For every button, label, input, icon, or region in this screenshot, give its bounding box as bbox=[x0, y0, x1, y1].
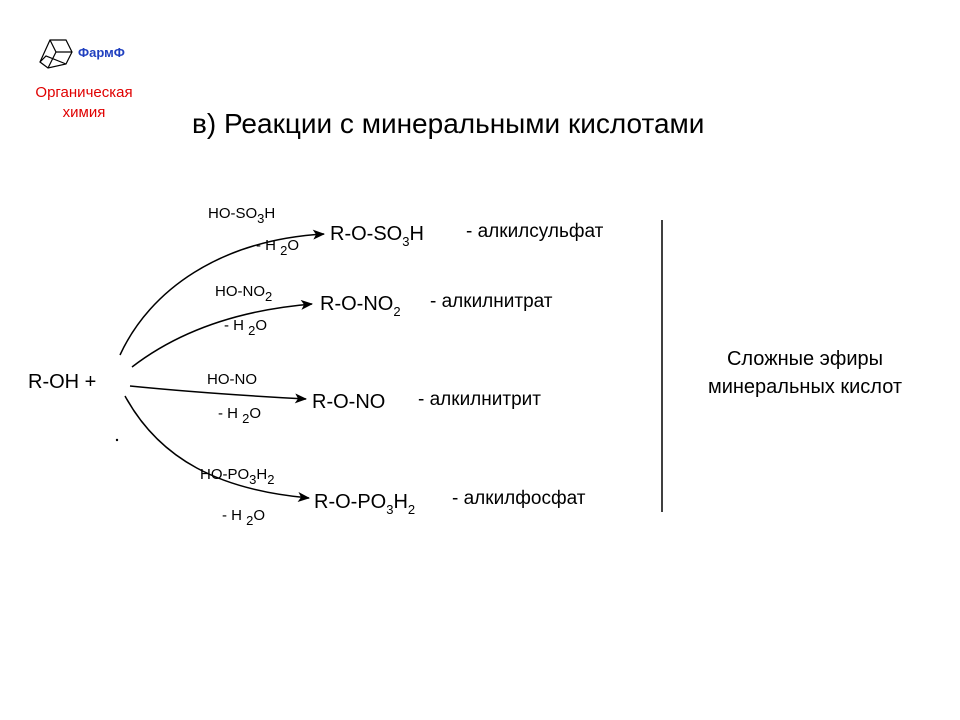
reaction-arrow-phosphate bbox=[124, 395, 310, 502]
reagent-sulfuric-acid: HO-SO3H bbox=[208, 205, 275, 226]
reagent-nitric-acid: HO-NO2 bbox=[215, 283, 272, 304]
logo-subtitle-line2: химия bbox=[63, 104, 106, 121]
reagent-phosphoric-acid: HO-PO3H2 bbox=[200, 466, 274, 487]
stray-dot bbox=[115, 438, 119, 442]
product-alkyl-nitrite: R-O-NO bbox=[312, 391, 385, 413]
logo: ФармФ Органическая химия bbox=[35, 39, 133, 121]
byproduct-water-3: - H 2O bbox=[218, 405, 261, 426]
byproduct-water-4: - H 2O bbox=[222, 507, 265, 528]
logo-subtitle-line1: Органическая bbox=[35, 84, 132, 101]
logo-brand: ФармФ bbox=[78, 45, 125, 60]
product-alkyl-sulfate: R-O-SO3H bbox=[330, 223, 424, 249]
reagent-nitrous-acid: HO-NO bbox=[207, 371, 257, 388]
reactant-label: R-OH + bbox=[28, 371, 96, 393]
name-alkyl-nitrite: - алкилнитрит bbox=[418, 389, 541, 410]
reaction-arrow-sulfate bbox=[119, 229, 325, 356]
byproduct-water-1: - H 2O bbox=[256, 237, 299, 258]
reaction-arrow-nitrite bbox=[129, 385, 307, 404]
name-alkyl-nitrate: - алкилнитрат bbox=[430, 291, 553, 312]
adamantane-icon bbox=[39, 39, 73, 69]
name-alkyl-phosphate: - алкилфосфат bbox=[452, 488, 586, 509]
summary-line1: Сложные эфиры bbox=[727, 348, 883, 370]
reaction-arrow-nitrate bbox=[131, 299, 313, 368]
product-alkyl-phosphate: R-O-PO3H2 bbox=[314, 491, 415, 517]
name-alkyl-sulfate: - алкилсульфат bbox=[466, 221, 604, 242]
page-title: в) Реакции с минеральными кислотами bbox=[192, 108, 704, 139]
product-alkyl-nitrate: R-O-NO2 bbox=[320, 293, 401, 319]
summary-line2: минеральных кислот bbox=[708, 376, 902, 398]
byproduct-water-2: - H 2O bbox=[224, 317, 267, 338]
